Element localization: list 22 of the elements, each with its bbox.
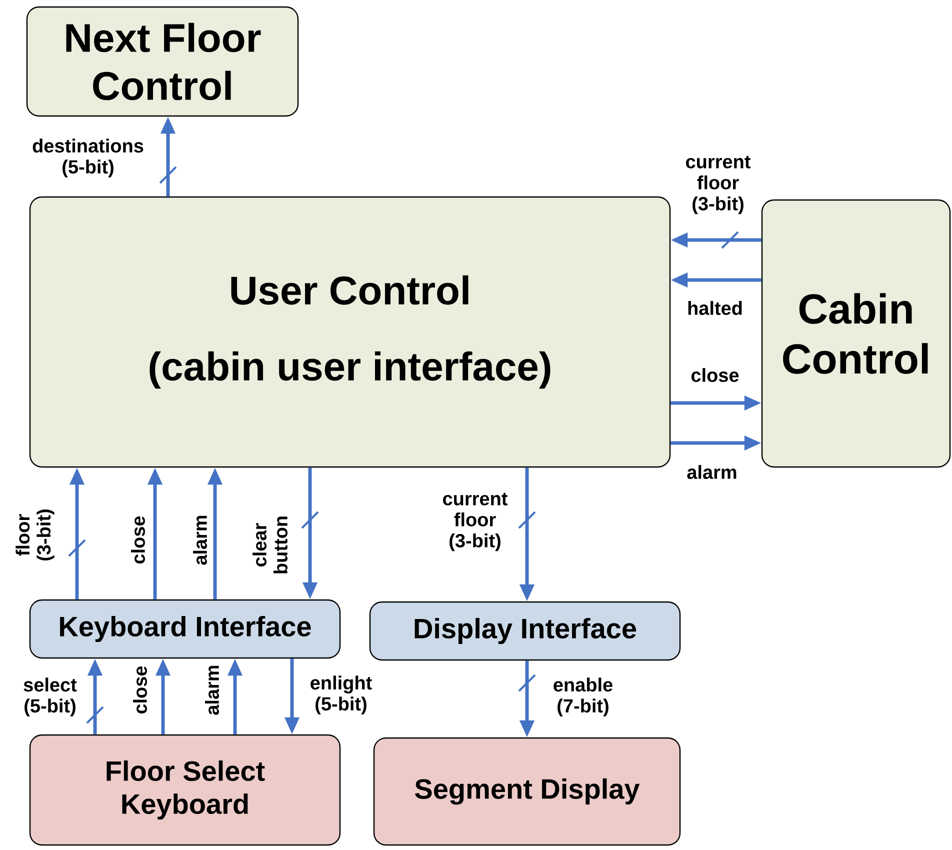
block-box: Keyboard Interface [29, 599, 341, 659]
edge-label: enlight (5-bit) [310, 676, 372, 714]
edge-label: close [131, 516, 145, 564]
block-box: Floor Select Keyboard [29, 734, 341, 846]
edge-label: alarm [205, 666, 219, 715]
block-box: Cabin Control [761, 199, 951, 468]
edge-label: clear button [252, 516, 288, 574]
block-box: Next Floor Control [26, 6, 299, 117]
edge-label: halted [688, 301, 742, 315]
edge-label: current floor (3-bit) [686, 156, 750, 214]
edge-label: destinations (5-bit) [32, 138, 144, 178]
edge-label: select (5-bit) [24, 678, 77, 716]
edge-label: alarm [193, 516, 207, 565]
edge-label: current floor (3-bit) [443, 492, 508, 552]
block-box: Display Interface [369, 601, 681, 661]
edge-label: alarm [687, 465, 736, 479]
block-box: Segment Display [373, 737, 681, 846]
edge-label: close [691, 368, 739, 382]
edge-label: floor (3-bit) [16, 510, 54, 560]
block-box: User Control (cabin user interface) [29, 196, 671, 468]
edge-label: close [133, 666, 147, 714]
edge-label: enable (7-bit) [554, 678, 612, 716]
